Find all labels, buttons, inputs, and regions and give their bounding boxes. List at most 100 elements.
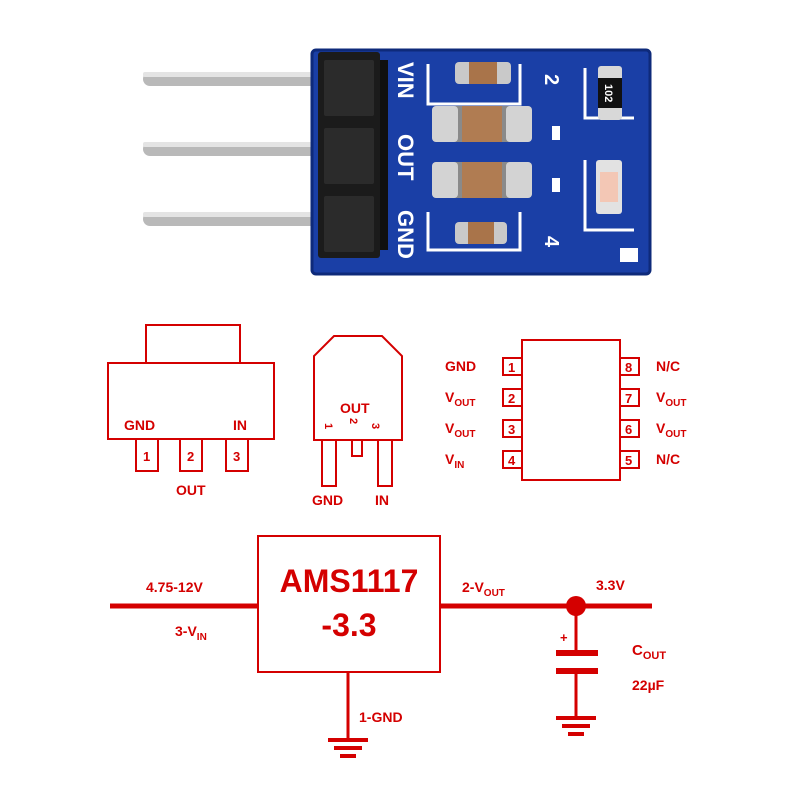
soic8-pin-label: V xyxy=(656,420,666,436)
soic8-pin-box xyxy=(619,419,640,438)
regulator-schematic: AMS1117 -3.3 4.75-12V 3-VIN 2-VOUT 3.3V … xyxy=(110,535,667,758)
soic8-pin-subscript: OUT xyxy=(665,429,686,440)
silkscreen-pin-labels: VIN OUT GND xyxy=(393,62,418,259)
soic8-pin-label: GND xyxy=(445,358,476,374)
smd-resistor-top xyxy=(455,62,511,84)
soic8-pin-box xyxy=(619,357,640,376)
ground-bar xyxy=(340,754,356,758)
ground-bar xyxy=(556,716,596,720)
soic8-pin-subscript: OUT xyxy=(454,398,475,409)
soic8-body xyxy=(521,339,621,481)
soic8-pin-box xyxy=(502,388,523,407)
ground-bar xyxy=(568,732,584,736)
chip-variant: -3.3 xyxy=(321,607,376,643)
output-voltage: 3.3V xyxy=(596,577,625,593)
soic8-pin-number: 2 xyxy=(508,391,515,406)
silk-label-gnd: GND xyxy=(393,210,418,259)
cap-end xyxy=(432,162,458,198)
soic8-package xyxy=(502,339,640,481)
soic8-right-label: N/C xyxy=(656,358,680,374)
led-lens xyxy=(600,172,618,202)
soic8-pin-number: 6 xyxy=(625,422,632,437)
header-pins xyxy=(143,72,343,226)
resistor-body xyxy=(598,78,622,108)
header-cell xyxy=(324,196,374,252)
soic8-pin-number: 4 xyxy=(508,453,516,468)
soic8-left-label: GND xyxy=(445,358,476,374)
sot223-pin-1 xyxy=(135,438,159,472)
sot223-pin-2 xyxy=(179,438,203,472)
to252-body xyxy=(313,335,403,441)
cap-end xyxy=(506,162,532,198)
smd-resistor-bottom xyxy=(455,222,507,244)
chip-name: AMS1117 xyxy=(280,563,419,599)
to252-pin-number: 2 xyxy=(347,418,359,424)
soic8-pin-number: 5 xyxy=(625,453,632,468)
to252-pin-number: 3 xyxy=(369,423,381,429)
soic8-pin-number: 3 xyxy=(508,422,515,437)
soic8-left-label: VIN xyxy=(445,451,464,471)
input-voltage-range: 4.75-12V xyxy=(146,579,203,595)
smd-body xyxy=(468,222,494,244)
cap-label-text: C xyxy=(632,642,643,659)
silk-mark xyxy=(620,248,638,262)
header-shadow xyxy=(380,60,388,250)
soic8-pin-label: V xyxy=(445,451,455,467)
soic8-pin-subscript: OUT xyxy=(665,398,686,409)
soic8-pin-number: 8 xyxy=(625,360,632,375)
silk-label-out: OUT xyxy=(393,134,418,181)
soic8-right-label: VOUT xyxy=(656,389,686,409)
soic8-pin-label: N/C xyxy=(656,358,680,374)
sot223-out-label: OUT xyxy=(176,482,206,498)
soic8-left-label: VOUT xyxy=(445,420,475,440)
pin-label-subscript: IN xyxy=(197,632,207,643)
soic8-right-label: N/C xyxy=(656,451,680,467)
ams1117-chip-box xyxy=(257,535,441,673)
smd-body xyxy=(469,62,497,84)
input-pin-label: 3-VIN xyxy=(175,623,207,643)
to252-pin-number: 1 xyxy=(322,423,334,429)
to252-pin-1 xyxy=(321,439,337,487)
pin-highlight xyxy=(143,72,343,77)
cap-body xyxy=(462,162,502,198)
header-cell xyxy=(324,60,374,116)
capacitor-value: 22µF xyxy=(632,677,665,693)
to252-pin-3 xyxy=(377,439,393,487)
pcb-edge xyxy=(310,48,652,276)
to252-pin-2 xyxy=(351,439,363,457)
ground-bar xyxy=(328,738,368,742)
silk-outline xyxy=(426,64,522,106)
ground-bar xyxy=(562,724,590,728)
ground-symbol-icon xyxy=(556,716,596,736)
soic8-pin-number: 7 xyxy=(625,391,632,406)
cap-label-subscript: OUT xyxy=(643,650,667,662)
silk-outline xyxy=(583,160,634,232)
silk-cap-mark: 2 xyxy=(540,74,562,85)
soic8-right-label: VOUT xyxy=(656,420,686,440)
silk-mark xyxy=(552,178,560,192)
junction-dot xyxy=(566,596,586,616)
silk-label-vin: VIN xyxy=(393,62,418,99)
sot223-gnd-label: GND xyxy=(124,417,155,433)
soic8-pin-subscript: IN xyxy=(454,460,464,471)
soic8-pin-label: V xyxy=(445,420,455,436)
ground-pin-label: 1-GND xyxy=(359,709,403,725)
soic8-pin-label: N/C xyxy=(656,451,680,467)
soic8-pin-number: 1 xyxy=(508,360,515,375)
to252-package xyxy=(313,335,403,487)
regulator-module-board: VIN OUT GND xyxy=(143,48,652,276)
silk-outline xyxy=(426,212,522,252)
soic8-pin-box xyxy=(502,357,523,376)
resistor-code: 102 xyxy=(602,84,614,102)
sot223-tab xyxy=(145,324,241,364)
soic8-pin-label: V xyxy=(445,389,455,405)
pin-label-text: 3-V xyxy=(175,623,197,639)
to252-out-label: OUT xyxy=(340,400,370,416)
cap-end xyxy=(432,106,458,142)
resistor-102: 102 xyxy=(598,66,622,120)
soic8-pin-box xyxy=(502,419,523,438)
cap-end xyxy=(506,106,532,142)
output-pin-label: 2-VOUT xyxy=(462,579,505,599)
